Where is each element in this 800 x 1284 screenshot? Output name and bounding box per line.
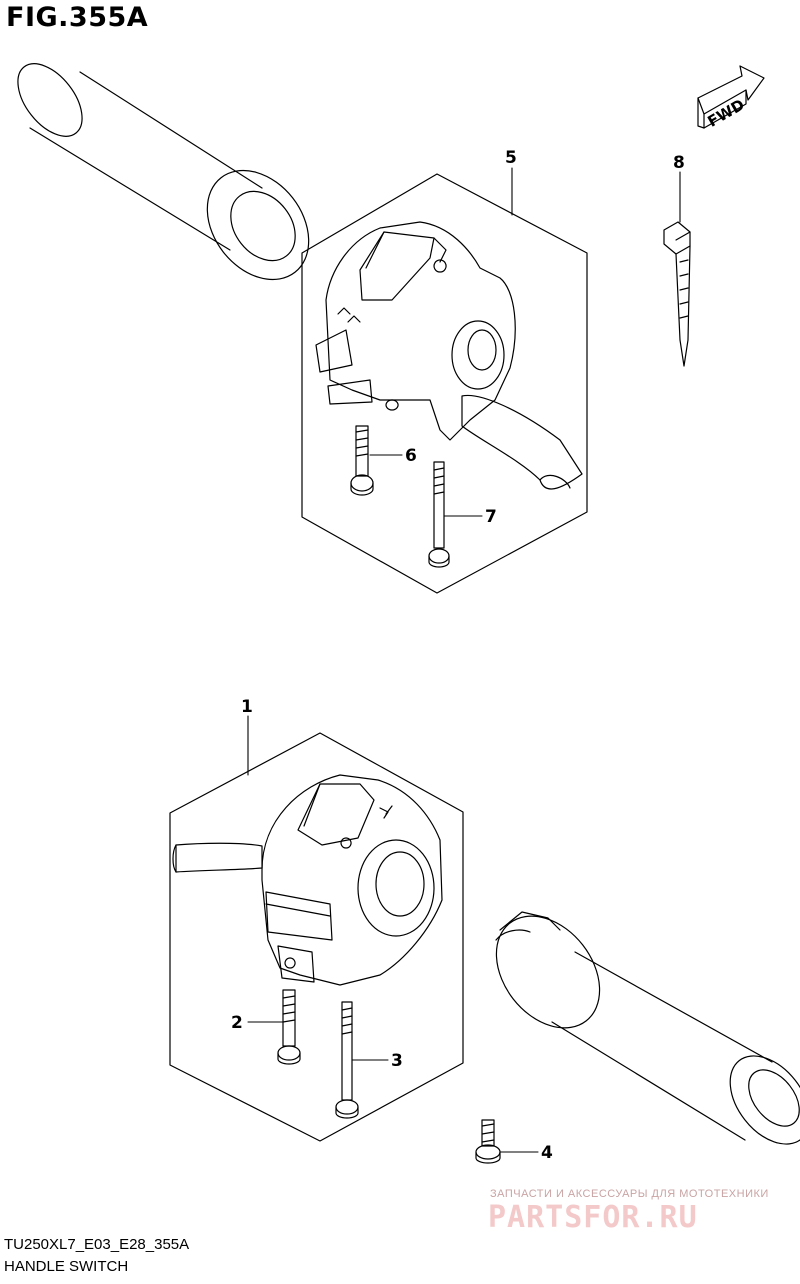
assembly-frame-1 [169,732,464,1142]
watermark-brand: PARTSFOR.RU [488,1200,698,1235]
left-handle-switch[interactable] [172,774,443,986]
right-handle-switch[interactable] [315,221,583,490]
callout-labels: 5 8 6 7 1 2 3 4 [231,148,685,1163]
cable-tie-8[interactable] [663,221,691,367]
assembly-frame-5 [301,173,588,594]
diagram-code: TU250XL7_E03_E28_355A [4,1236,190,1253]
diagram-name: HANDLE SWITCH [4,1258,129,1275]
screw-2[interactable] [277,989,301,1065]
screw-6[interactable] [350,425,374,496]
figure-title: FIG.355A [6,2,149,33]
screw-7[interactable] [428,461,450,568]
callout-7: 7 [485,507,497,527]
callout-5: 5 [505,148,517,168]
callout-3: 3 [391,1051,403,1071]
grip-right-lower[interactable] [475,896,800,1159]
callout-4: 4 [541,1143,553,1163]
callout-2: 2 [231,1013,243,1033]
callout-8: 8 [673,153,685,173]
screw-3[interactable] [335,1001,359,1119]
watermark-tagline: ЗАПЧАСТИ И АКСЕССУАРЫ ДЛЯ МОТОТЕХНИКИ [490,1188,769,1200]
callout-1: 1 [241,697,253,717]
screw-4[interactable] [475,1119,501,1164]
callout-6: 6 [405,446,417,466]
leader-lines [247,167,681,1153]
grip-left-upper[interactable] [5,52,329,299]
fwd-arrow-icon: FWD [697,65,765,131]
